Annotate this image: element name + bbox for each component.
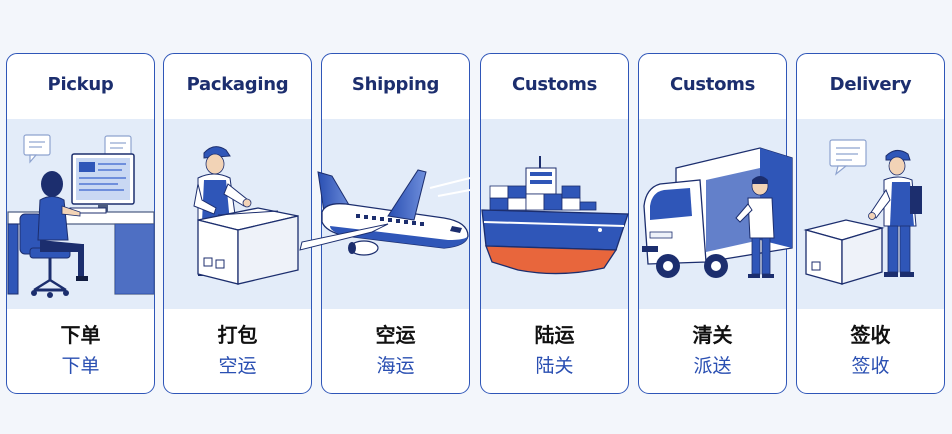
- step-sublabel-cn: 陆关: [535, 355, 574, 377]
- worker-with-box-icon: [193, 146, 299, 285]
- step-sublabel-cn: 派送: [693, 355, 732, 377]
- step-label-cn: 空运: [375, 323, 416, 347]
- airplane-icon: [299, 169, 471, 256]
- step-label-cn: 打包: [217, 323, 258, 347]
- step-title: Customs: [669, 74, 756, 95]
- step-sublabel-cn: 签收: [851, 355, 890, 377]
- step-sublabel-cn: 海运: [376, 355, 415, 377]
- step-title: Pickup: [47, 74, 114, 95]
- chat-bubble-icon: [23, 134, 51, 164]
- delivery-truck-icon: [642, 147, 793, 278]
- courier-with-package-icon: [803, 139, 922, 285]
- step-title: Customs: [511, 74, 598, 95]
- step-label-cn: 签收: [850, 323, 891, 347]
- step-sublabel-cn: 下单: [61, 355, 100, 377]
- person-at-computer-icon: [7, 134, 155, 298]
- step-label-cn: 陆运: [534, 323, 575, 347]
- step-sublabel-cn: 空运: [218, 355, 257, 377]
- step-title: Delivery: [829, 74, 912, 95]
- step-title: Shipping: [351, 74, 440, 95]
- step-label-cn: 下单: [60, 323, 101, 347]
- chat-bubble-icon: [829, 139, 867, 176]
- step-label-cn: 清关: [692, 323, 733, 347]
- cargo-ship-icon: [481, 156, 629, 275]
- step-title: Packaging: [186, 74, 289, 95]
